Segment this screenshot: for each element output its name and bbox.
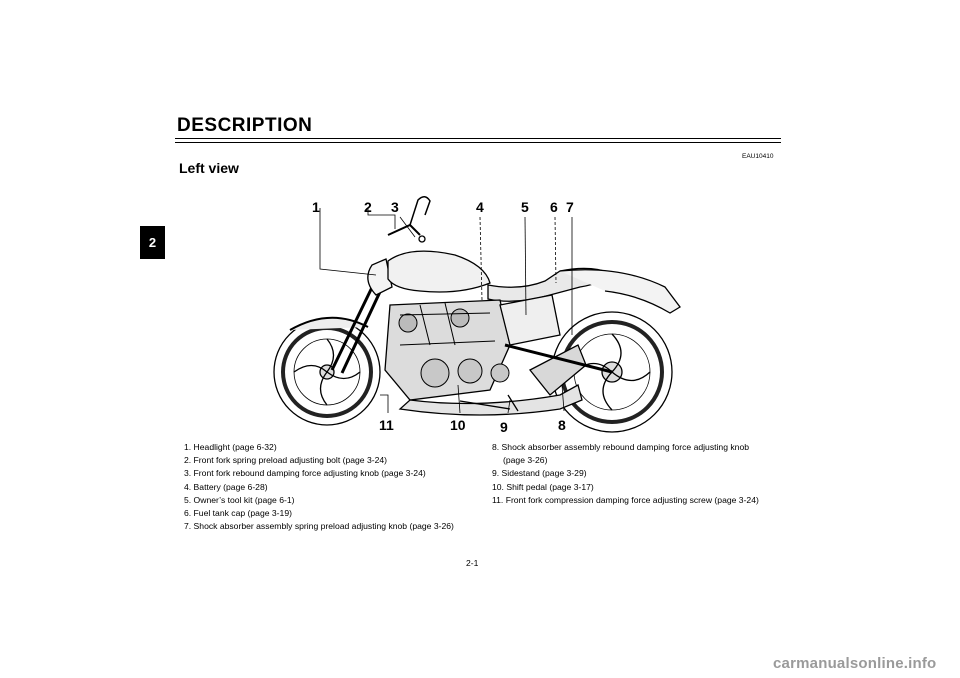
section-title: DESCRIPTION [177,115,313,136]
legend-item-continuation: (page 3-26) [503,455,548,466]
callout-8: 8 [558,417,566,433]
legend-item: 2. Front fork spring preload adjusting b… [184,455,388,466]
title-rule-thin [175,142,781,143]
title-rule [175,138,781,139]
callout-1: 1 [312,199,320,215]
motorcycle-left-view-illustration: 1 2 3 4 5 6 7 8 9 10 11 [273,196,681,435]
callout-4: 4 [476,199,484,215]
chapter-tab: 2 [140,226,165,259]
legend-left: 1. Headlight (page 6-32) 2. Front fork s… [184,441,484,533]
callout-2: 2 [364,199,372,215]
callout-3: 3 [391,199,399,215]
view-title: Left view [179,160,239,176]
watermark: carmanualsonline.info [773,655,937,672]
legend-item: 8. Shock absorber assembly rebound dampi… [492,442,750,452]
legend-right: 8. Shock absorber assembly rebound dampi… [492,441,792,507]
legend-item: 10. Shift pedal (page 3-17) [492,481,594,492]
reference-code: EAU10410 [742,153,774,160]
legend-item: 4. Battery (page 6-28) [184,481,268,492]
callout-10: 10 [450,417,466,433]
legend-item: 5. Owner’s tool kit (page 6-1) [184,494,295,505]
callout-9: 9 [500,419,508,435]
page-number: 2-1 [466,558,479,568]
legend-item: 7. Shock absorber assembly spring preloa… [184,521,454,532]
callout-6: 6 [550,199,558,215]
callout-5: 5 [521,199,529,215]
callout-11: 11 [379,417,394,433]
legend-item: 11. Front fork compression damping force… [492,494,759,505]
legend-item: 9. Sidestand (page 3-29) [492,468,587,479]
legend-item: 6. Fuel tank cap (page 3-19) [184,508,292,519]
front-wheel-icon [273,318,381,426]
callout-7: 7 [566,199,574,215]
legend-item: 1. Headlight (page 6-32) [184,442,277,452]
legend-item: 3. Front fork rebound damping force adju… [184,468,426,479]
